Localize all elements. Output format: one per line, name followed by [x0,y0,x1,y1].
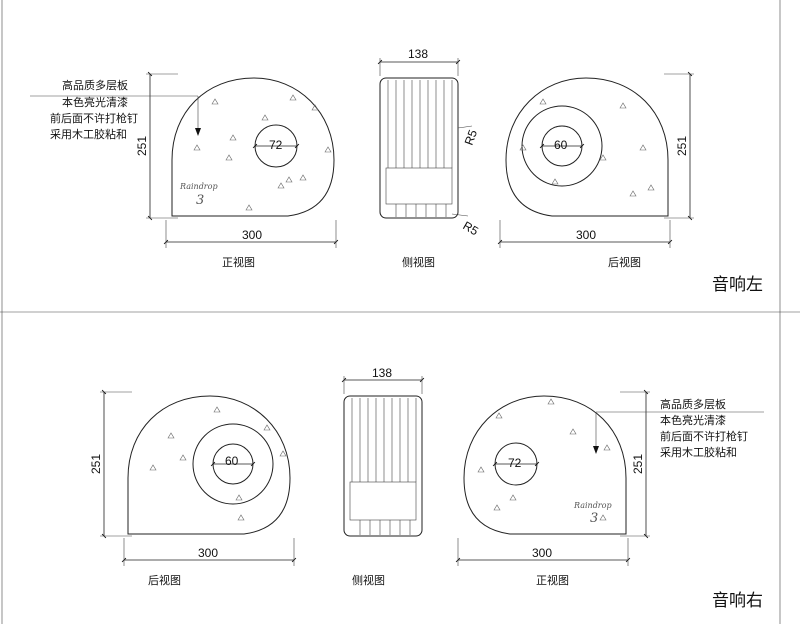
brand-logo: Raindrop 3 [179,182,218,208]
svg-text:本色亮光清漆: 本色亮光清漆 [62,95,128,109]
hole-dimension: 60 [225,454,239,468]
back-view-right: 60 251 300 后视图 [89,389,297,587]
width-dimension: 300 [242,228,262,242]
hole-dimension: 72 [508,456,522,470]
side-profile [379,77,459,219]
view-label: 正视图 [536,573,569,587]
view-label: 侧视图 [352,573,385,587]
svg-text:3: 3 [590,511,598,526]
svg-text:本色亮光清漆: 本色亮光清漆 [660,413,726,427]
svg-text:Raindrop: Raindrop [573,501,612,510]
brand-logo: Raindrop 3 [573,501,612,526]
svg-text:采用木工胶粘和: 采用木工胶粘和 [50,127,127,141]
hole-dimension: 72 [269,138,283,152]
hole-dimension: 60 [554,138,568,152]
section-left-speaker: 72 Raindrop 3 251 300 正视图 [30,47,763,295]
speaker-body [463,395,627,535]
svg-text:前后面不许打枪钉: 前后面不许打枪钉 [50,111,138,125]
speckle-texture [149,406,287,521]
side-view-right: 138 侧视图 [341,366,425,587]
depth-dimension: 138 [372,366,392,380]
height-dimension: 251 [675,136,689,156]
svg-text:采用木工胶粘和: 采用木工胶粘和 [660,445,737,459]
svg-text:Raindrop: Raindrop [179,182,218,191]
view-label: 侧视图 [402,255,435,269]
width-dimension: 300 [198,546,218,560]
speckle-texture [477,398,611,521]
radius-bottom: R5 [461,218,482,238]
front-view-left: 72 Raindrop 3 251 300 正视图 [135,71,339,269]
svg-text:高品质多层板: 高品质多层板 [660,397,726,411]
section-title: 音响左 [712,275,763,295]
material-note-top: 高品质多层板 本色亮光清漆 前后面不许打枪钉 采用木工胶粘和 [30,78,201,141]
width-dimension: 300 [532,546,552,560]
view-label: 正视图 [222,255,255,269]
svg-text:高品质多层板: 高品质多层板 [62,78,128,92]
side-view-left: 138 R5 R5 侧视图 [377,47,482,269]
view-label: 后视图 [608,255,641,269]
speckle-texture [519,98,655,197]
view-label: 后视图 [148,573,181,587]
radius-top: R5 [462,128,481,148]
height-dimension: 251 [89,454,103,474]
material-note-bottom: 高品质多层板 本色亮光清漆 前后面不许打枪钉 采用木工胶粘和 [593,397,764,459]
side-profile [343,395,423,537]
width-dimension: 300 [576,228,596,242]
section-right-speaker: 60 251 300 后视图 [89,366,764,611]
back-view-left: 60 251 300 后视图 [497,71,694,269]
height-dimension: 251 [135,136,149,156]
svg-text:前后面不许打枪钉: 前后面不许打枪钉 [660,429,748,443]
depth-dimension: 138 [408,47,428,61]
front-view-right: 72 Raindrop 3 251 300 正视图 [455,389,650,587]
section-title: 音响右 [712,591,763,611]
svg-text:3: 3 [196,193,204,208]
height-dimension: 251 [631,454,645,474]
speckle-texture [193,94,332,211]
